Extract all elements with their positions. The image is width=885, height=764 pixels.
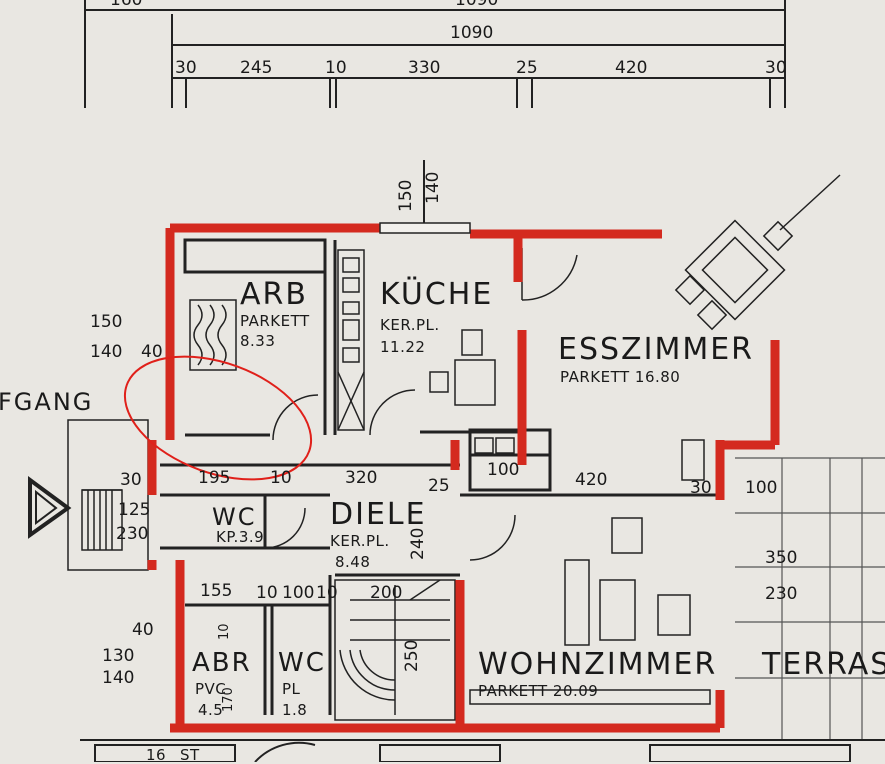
structural-walls	[147, 223, 780, 733]
room-terrasse-name: TERRASS	[762, 647, 885, 682]
dim-window-140: 140	[423, 171, 443, 204]
kitchen-counters	[337, 249, 515, 454]
dim-left-40: 40	[141, 342, 163, 362]
room-wc-lower-area: 1.8	[282, 701, 308, 719]
room-kueche-floor: KER.PL.	[380, 316, 440, 334]
dim-bottom-st: ST	[180, 746, 200, 764]
dim-leftcol-30: 30	[120, 470, 142, 490]
room-wohnzimmer-floor-area: PARKETT 20.09	[478, 682, 599, 700]
dim-inner-100a: 100	[487, 460, 520, 480]
dim-top-left: 160	[110, 0, 143, 10]
room-arb-area: 8.33	[240, 332, 276, 350]
dim-seg-7: 30	[765, 58, 787, 78]
dim-inner-320: 320	[345, 468, 378, 488]
dim-inner-10: 10	[270, 468, 292, 488]
windows	[379, 222, 471, 234]
dim-leftcol-125: 125	[118, 500, 151, 520]
dim-lower-100: 100	[282, 583, 315, 603]
living-furniture	[469, 517, 711, 705]
dim-inner-25: 25	[428, 476, 450, 496]
room-diele-area: 8.48	[335, 553, 371, 571]
dim-seg-4: 330	[408, 58, 441, 78]
dim-window-150: 150	[396, 179, 416, 212]
entrance-area	[28, 419, 149, 571]
room-kueche-area: 11.22	[380, 338, 426, 356]
dim-inner-195: 195	[198, 468, 231, 488]
room-abr-name: ABR	[192, 648, 252, 678]
annotation-circle	[123, 355, 313, 481]
room-esszimmer-floor-area: PARKETT 16.80	[560, 368, 681, 386]
dim-inner-100b: 100	[745, 478, 778, 498]
dim-bottom-16: 16	[146, 746, 167, 764]
study-furniture	[189, 299, 237, 371]
dim-seg-1: 30	[175, 58, 197, 78]
dim-left-lower-40: 40	[132, 620, 154, 640]
room-kueche-name: KÜCHE	[380, 277, 494, 312]
room-arb-floor: PARKETT	[240, 312, 310, 330]
room-diele-name: DIELE	[330, 497, 427, 532]
dining-table	[674, 174, 841, 481]
dim-left-lower-130: 130	[102, 646, 135, 666]
dim-left-140: 140	[90, 342, 123, 362]
interior-walls	[160, 238, 720, 715]
dim-leftcol-230: 230	[116, 524, 149, 544]
room-arb-name: ARB	[240, 277, 308, 312]
dim-total: 1090	[450, 23, 494, 43]
staircase	[334, 579, 456, 721]
top-dimension-lines	[84, 0, 786, 108]
dim-lower-10b: 10	[316, 583, 338, 603]
dim-seg-5: 25	[516, 58, 538, 78]
dim-abr-170: 170	[221, 687, 236, 712]
terrace-tiles	[735, 457, 885, 740]
dim-seg-2: 245	[240, 58, 273, 78]
room-wc-lower-name: WC	[278, 648, 326, 678]
room-esszimmer-name: ESSZIMMER	[558, 332, 755, 367]
dim-inner-420: 420	[575, 470, 608, 490]
room-abr-floor: PVC	[195, 680, 227, 698]
dim-top-center: 1090	[455, 0, 499, 10]
dim-abr-10: 10	[217, 623, 232, 640]
dim-left-150: 150	[90, 312, 123, 332]
room-wohnzimmer-name: WOHNZIMMER	[478, 647, 718, 682]
room-wc-upper-name: WC	[212, 503, 257, 531]
dim-lower-155: 155	[200, 581, 233, 601]
dim-lower-200: 200	[370, 583, 403, 603]
door-swings	[264, 248, 578, 561]
room-eingang-label: FGANG	[0, 388, 94, 416]
room-diele-floor: KER.PL.	[330, 532, 390, 550]
dim-left-lower-140: 140	[102, 668, 135, 688]
dim-lower-10: 10	[256, 583, 278, 603]
dim-seg-6: 420	[615, 58, 648, 78]
dim-inner-30: 30	[690, 478, 712, 498]
room-wc-lower-floor: PL	[282, 680, 301, 698]
dim-terrasse-350: 350	[765, 548, 798, 568]
dim-diele-240: 240	[408, 527, 428, 560]
room-abr-area: 4.5	[198, 701, 224, 719]
room-wc-upper-floor: KP.3.9	[216, 528, 265, 546]
lower-floor-edge	[80, 739, 885, 762]
dim-seg-3: 10	[325, 58, 347, 78]
dim-stair-250: 250	[402, 639, 422, 672]
dim-terrasse-230: 230	[765, 584, 798, 604]
